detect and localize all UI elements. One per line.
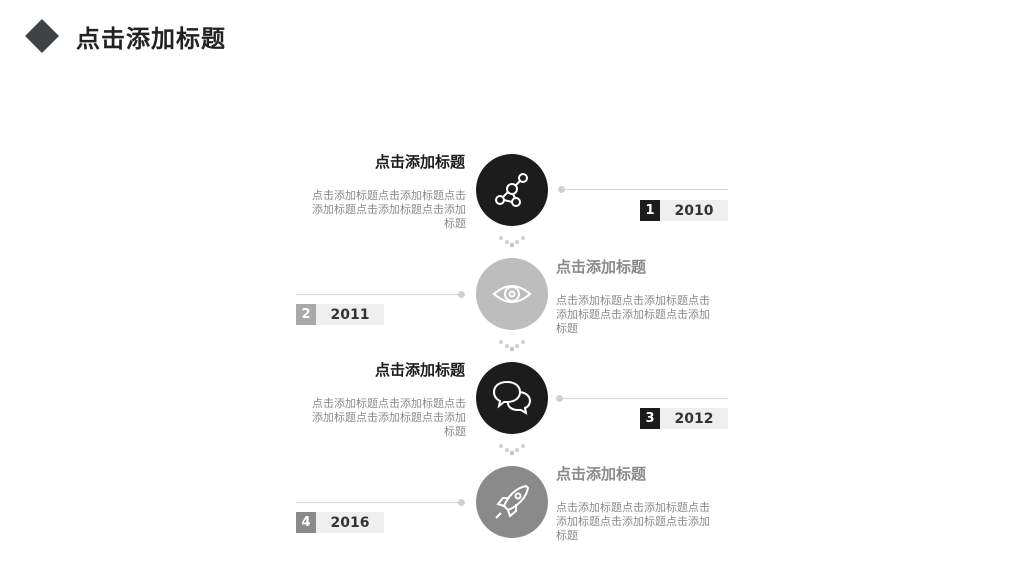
- connector-dot: [458, 499, 465, 506]
- rocket-icon: [495, 484, 530, 519]
- item-description[interactable]: 点击添加标题点击添加标题点击添加标题点击添加标题点击添加标题: [556, 294, 710, 335]
- connector-line: [560, 398, 728, 399]
- year-text[interactable]: 2012: [660, 408, 728, 429]
- dots-connector: [499, 340, 525, 352]
- timeline-node-1: [476, 154, 548, 226]
- connector-dot: [458, 291, 465, 298]
- connector-line: [296, 294, 462, 295]
- timeline-node-4: [476, 466, 548, 538]
- item-description[interactable]: 点击添加标题点击添加标题点击添加标题点击添加标题点击添加标题: [312, 189, 466, 230]
- timeline-node-3: [476, 362, 548, 434]
- year-label-1: 1 2010: [640, 200, 728, 221]
- connector-line: [296, 502, 462, 503]
- year-text[interactable]: 2016: [316, 512, 384, 533]
- connector-line: [562, 189, 728, 190]
- item-title[interactable]: 点击添加标题: [374, 361, 465, 379]
- eye-icon: [492, 285, 532, 303]
- year-label-2: 2 2011: [296, 304, 384, 325]
- connector-dot: [558, 186, 565, 193]
- index-badge: 1: [640, 200, 660, 221]
- item-title[interactable]: 点击添加标题: [556, 258, 647, 276]
- connector-dot: [556, 395, 563, 402]
- diamond-icon: [25, 19, 59, 53]
- timeline-node-2: [476, 258, 548, 330]
- year-text[interactable]: 2010: [660, 200, 728, 221]
- item-title[interactable]: 点击添加标题: [556, 465, 647, 483]
- page-title[interactable]: 点击添加标题: [76, 24, 226, 53]
- dots-connector: [499, 236, 525, 248]
- index-badge: 2: [296, 304, 316, 325]
- dots-connector: [499, 444, 525, 456]
- year-label-4: 4 2016: [296, 512, 384, 533]
- year-label-3: 3 2012: [640, 408, 728, 429]
- index-badge: 3: [640, 408, 660, 429]
- slide-header: 点击添加标题: [24, 14, 226, 58]
- chat-bubbles-icon: [492, 380, 532, 416]
- index-badge: 4: [296, 512, 316, 533]
- item-title[interactable]: 点击添加标题: [374, 153, 465, 171]
- item-description[interactable]: 点击添加标题点击添加标题点击添加标题点击添加标题点击添加标题: [312, 397, 466, 438]
- year-text[interactable]: 2011: [316, 304, 384, 325]
- network-icon: [495, 173, 528, 207]
- item-description[interactable]: 点击添加标题点击添加标题点击添加标题点击添加标题点击添加标题: [556, 501, 710, 542]
